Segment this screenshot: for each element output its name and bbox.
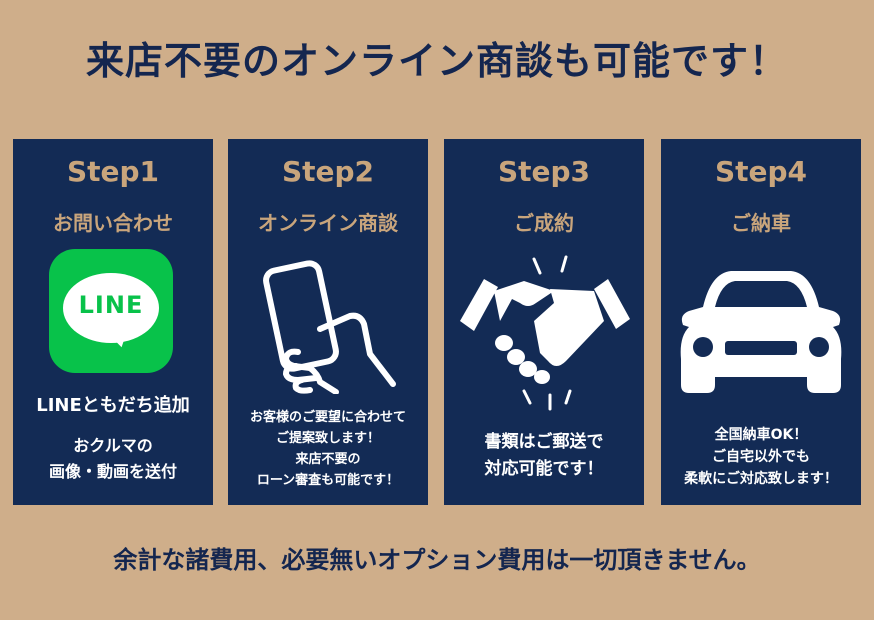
line-logo-text: LINE xyxy=(78,291,144,319)
step-card-2: Step2 オンライン商談 お客様のご要望に合わせて ご提案致します！ 来店不要… xyxy=(228,139,428,505)
step-description-line: ご提案致します！ xyxy=(275,431,380,446)
step-description-line: 書類はご郵送で xyxy=(484,432,604,452)
step-description-line: 全国納車OK！ xyxy=(714,427,808,443)
step-card-1: Step1 お問い合わせ LINE LINEともだち追加 おクルマの 画像・動画… xyxy=(13,139,213,505)
step-description-line: ローン審査も可能です！ xyxy=(256,473,400,488)
step-description-line: 来店不要の xyxy=(295,452,361,467)
step-description-line: 柔軟にご対応致します！ xyxy=(684,471,838,487)
step-title: Step3 xyxy=(497,155,591,188)
step-description-line: 対応可能です！ xyxy=(484,459,604,479)
step-subtitle: お問い合わせ xyxy=(53,211,173,235)
step-description-line: お客様のご要望に合わせて xyxy=(249,410,406,425)
step-description-line: ご自宅以外でも xyxy=(712,449,810,465)
step-description: 全国納車OK！ ご自宅以外でも 柔軟にご対応致します！ xyxy=(665,424,857,490)
step-subtitle: ご成約 xyxy=(514,211,574,235)
step-description: 書類はご郵送で 対応可能です！ xyxy=(448,429,640,483)
step-subtitle: オンライン商談 xyxy=(258,211,398,235)
handshake-icon xyxy=(460,255,630,411)
car-front-icon xyxy=(680,271,842,393)
page-headline: 来店不要のオンライン商談も可能です！ xyxy=(85,39,788,83)
line-app-icon: LINE xyxy=(49,249,173,373)
step-title: Step4 xyxy=(714,155,808,188)
step-title: Step1 xyxy=(66,155,160,188)
step-label: LINEともだち追加 xyxy=(36,395,190,416)
line-speech-bubble: LINE xyxy=(63,273,159,343)
step-card-3: Step3 ご成約 書類はご郵送で 対応可能です！ xyxy=(444,139,644,505)
footer-note: 余計な諸費用、必要無いオプション費用は一切頂きません。 xyxy=(113,546,761,574)
step-description: おクルマの 画像・動画を送付 xyxy=(17,433,209,485)
hand-holding-phone-icon xyxy=(263,260,396,394)
step-subtitle: ご納車 xyxy=(731,211,791,235)
step-description-line: 画像・動画を送付 xyxy=(48,462,177,481)
step-title: Step2 xyxy=(281,155,375,188)
step-description: お客様のご要望に合わせて ご提案致します！ 来店不要の ローン審査も可能です！ xyxy=(232,407,424,491)
step-description-line: おクルマの xyxy=(73,436,153,455)
step-card-4: Step4 ご納車 全国納車OK！ ご自宅以外でも 柔軟にご対応致します！ xyxy=(661,139,861,505)
